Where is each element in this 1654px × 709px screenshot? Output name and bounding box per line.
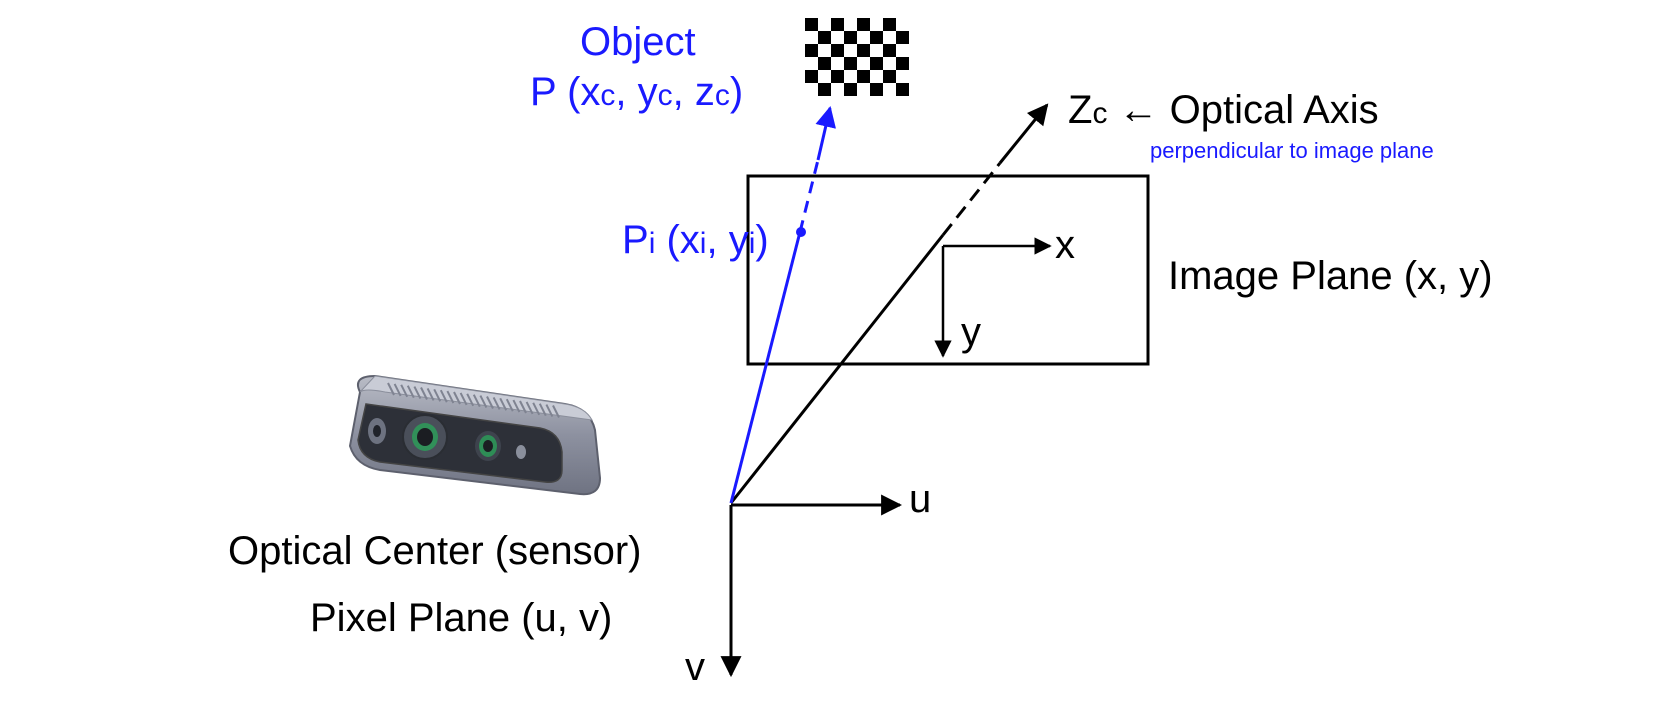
- checker-square: [896, 83, 909, 96]
- image-point-dot: [796, 227, 806, 237]
- vent-slat: [505, 398, 514, 412]
- vent-slat: [439, 389, 448, 403]
- checker-square: [831, 44, 844, 57]
- checker-square: [805, 70, 818, 83]
- optical-center-label: Optical Center (sensor): [228, 529, 641, 573]
- checker-square: [857, 18, 870, 31]
- image-plane-label: Image Plane (x, y): [1168, 254, 1493, 298]
- object-title: Object: [580, 20, 696, 64]
- checker-square: [870, 57, 883, 70]
- checker-square: [896, 57, 909, 70]
- vent-slat: [532, 402, 541, 416]
- vent-slat: [446, 390, 455, 404]
- vent-slat: [393, 383, 402, 397]
- optical-axis-label: Zc ← Optical Axis: [1068, 88, 1379, 132]
- optical-axis-note: perpendicular to image plane: [1150, 138, 1434, 163]
- checker-square: [818, 83, 831, 96]
- object-point-label: P (xc, yc, zc): [530, 70, 743, 114]
- pixel-plane-label: Pixel Plane (u, v): [310, 596, 612, 640]
- vent-slat: [472, 394, 481, 408]
- vent-slat: [545, 404, 554, 418]
- vent-slat: [453, 391, 461, 405]
- vent-slat: [433, 388, 442, 402]
- image-point-label: Pi (xi, yi): [622, 218, 769, 262]
- vent-slat: [406, 385, 415, 399]
- checker-square: [857, 44, 870, 57]
- vent-slat: [426, 387, 435, 401]
- checker-square: [844, 83, 857, 96]
- vent-slat: [492, 396, 501, 410]
- image-plane-rect: [746, 174, 1150, 366]
- checker-square: [844, 31, 857, 44]
- depth-camera-icon: [348, 374, 602, 496]
- checker-square: [870, 31, 883, 44]
- checker-square: [896, 31, 909, 44]
- checker-square: [883, 18, 896, 31]
- image-y-axis-label: y: [961, 310, 981, 354]
- vent-slat: [459, 392, 468, 406]
- checker-square: [805, 44, 818, 57]
- vent-slat: [466, 393, 475, 407]
- vent-slat: [519, 400, 527, 414]
- vent-slat: [387, 382, 395, 396]
- checker-square: [844, 57, 857, 70]
- optical-axis-dashed: [941, 162, 1002, 236]
- vent-slat: [420, 387, 428, 400]
- vent-slat: [538, 403, 547, 417]
- pixel-u-axis-label: u: [909, 477, 931, 521]
- checker-square: [818, 31, 831, 44]
- optical-axis-arrow: [998, 103, 1049, 164]
- checker-square: [831, 70, 844, 83]
- pixel-v-axis-label: v: [685, 645, 705, 689]
- projection-ray: [729, 231, 802, 504]
- checker-square: [857, 70, 870, 83]
- projection-ray-dashed: [798, 159, 820, 233]
- vent-slat: [479, 395, 488, 409]
- vent-slat: [400, 384, 409, 398]
- image-x-axis-label: x: [1055, 223, 1075, 267]
- checker-square: [883, 44, 896, 57]
- vent-slat: [512, 399, 521, 413]
- checker-square: [883, 70, 896, 83]
- checker-square: [870, 83, 883, 96]
- vent-slat: [486, 396, 494, 409]
- vent-slat: [525, 401, 534, 415]
- optical-axis-line: [729, 234, 945, 504]
- checker-square: [831, 18, 844, 31]
- checker-square: [818, 57, 831, 70]
- vent-slat: [499, 397, 508, 411]
- projection-ray-arrow: [815, 105, 836, 161]
- vent-slat: [552, 405, 560, 418]
- checkerboard-icon: [805, 18, 909, 96]
- vent-slat: [413, 386, 422, 400]
- checker-square: [805, 18, 818, 31]
